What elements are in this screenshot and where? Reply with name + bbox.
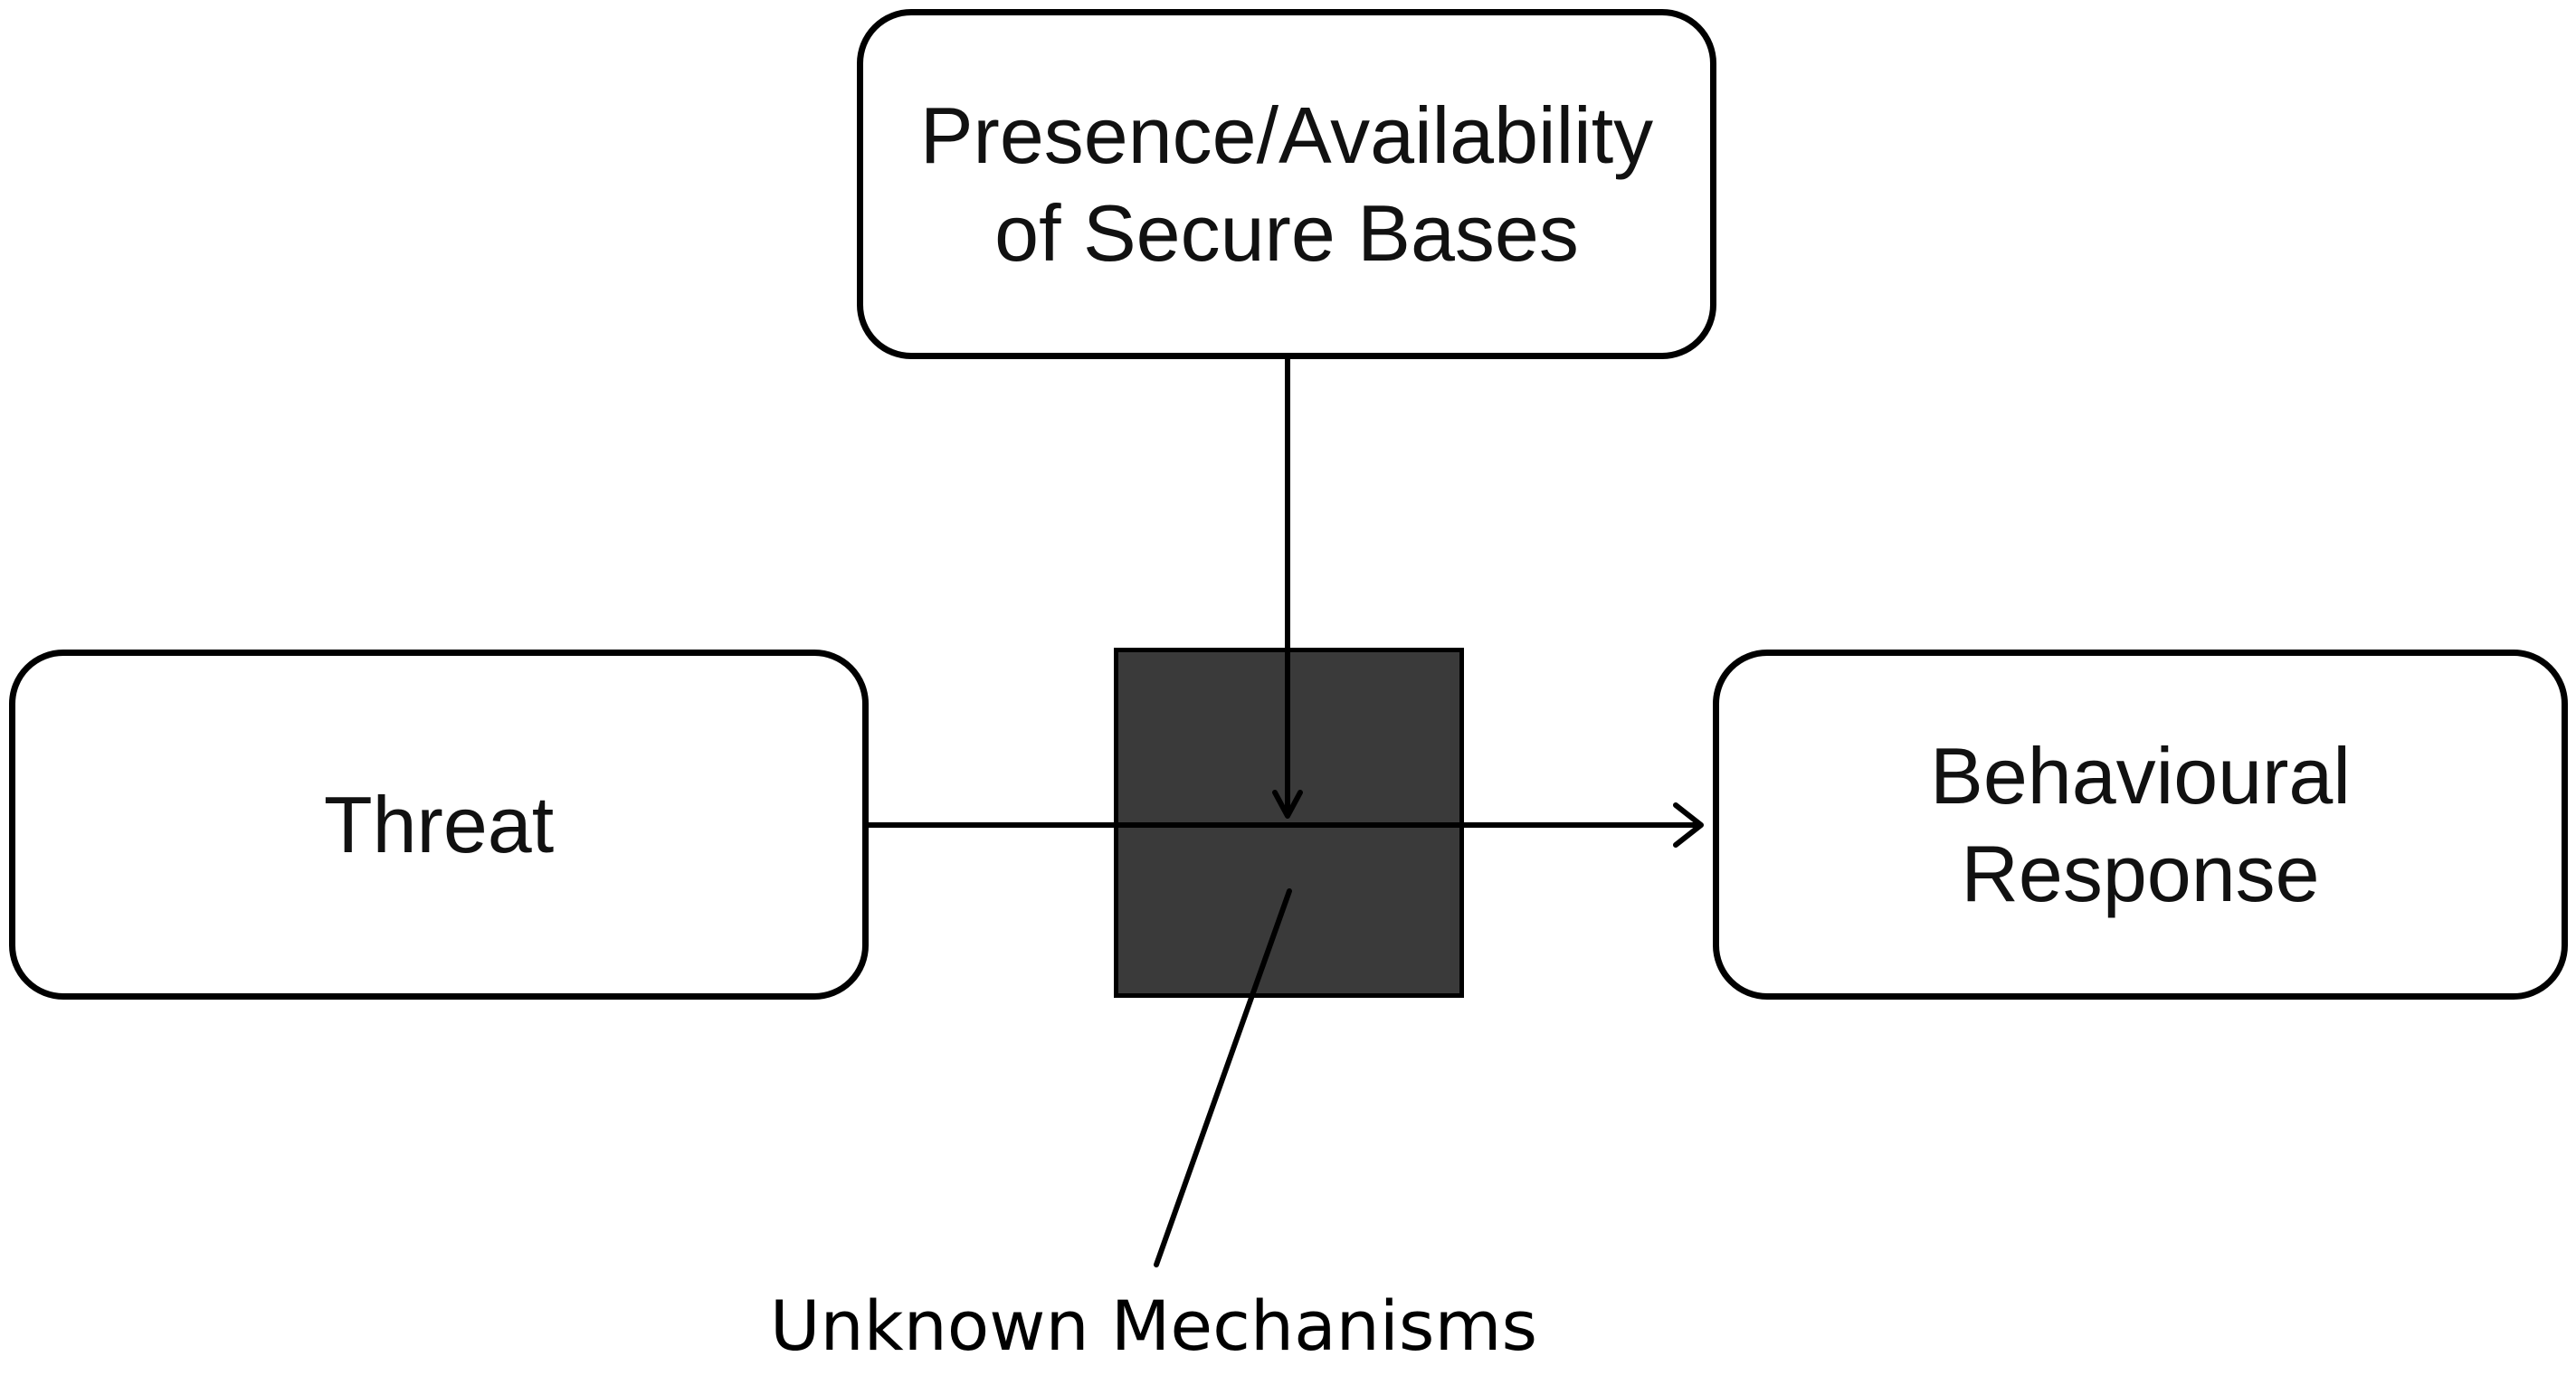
secure-bases-label-line1: Presence/Availability bbox=[919, 90, 1654, 181]
threat-node: Threat bbox=[9, 650, 869, 1000]
behavioural-response-node: Behavioural Response bbox=[1713, 650, 2568, 1000]
threat-to-response-arrowhead bbox=[1673, 802, 1704, 848]
mechanism-caption: Unknown Mechanisms bbox=[769, 1285, 1538, 1366]
behavioural-response-label-line1: Behavioural bbox=[1930, 731, 2351, 821]
behavioural-response-label-line2: Response bbox=[1961, 828, 2320, 918]
secure-bases-to-mechanism-arrowhead bbox=[1272, 790, 1303, 819]
mechanism-caption-leader bbox=[1154, 888, 1292, 1267]
secure-bases-label-line2: of Secure Bases bbox=[994, 187, 1579, 278]
secure-bases-node: Presence/Availability of Secure Bases bbox=[857, 9, 1716, 359]
threat-label: Threat bbox=[323, 779, 555, 869]
